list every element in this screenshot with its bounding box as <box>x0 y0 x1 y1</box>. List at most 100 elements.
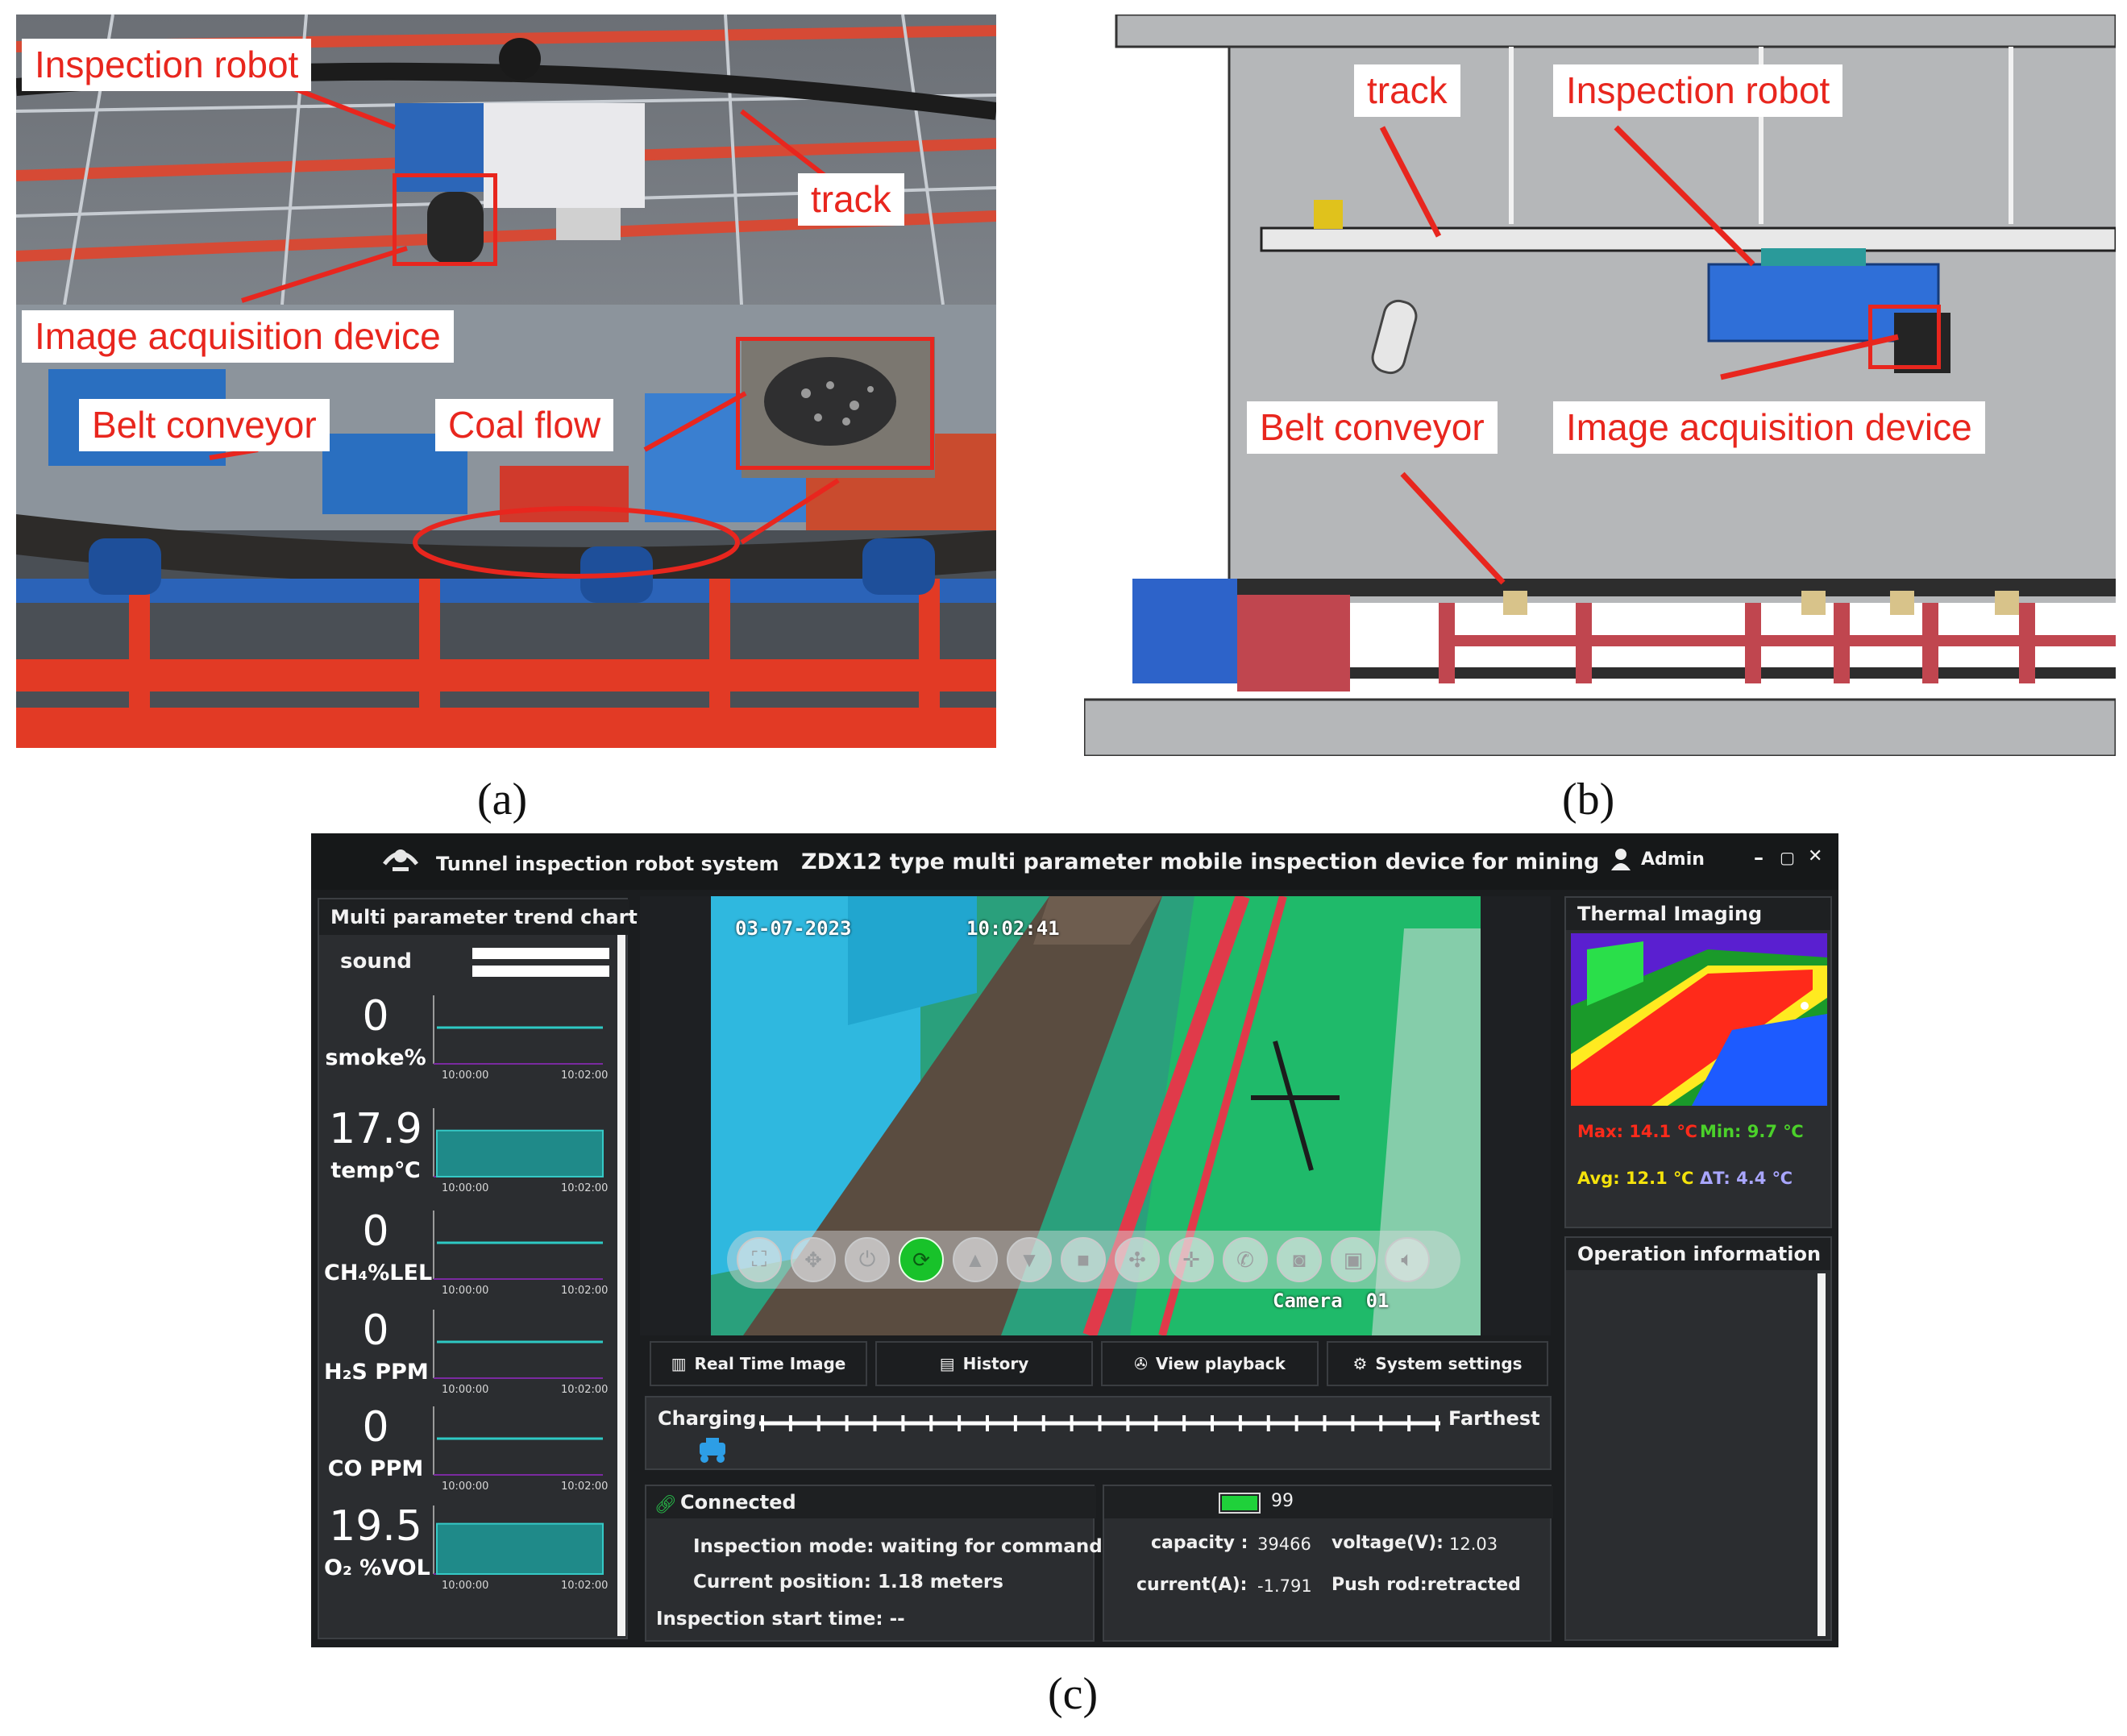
sound-label: sound <box>340 949 412 974</box>
trend-x-tick: 10:00:00 <box>442 1384 489 1396</box>
trend-x-tick: 10:00:00 <box>442 1069 489 1082</box>
label-track-a: track <box>798 173 904 226</box>
tab-label: System settings <box>1375 1354 1523 1373</box>
trend-sparkline <box>433 1211 603 1280</box>
track-slider[interactable] <box>759 1415 1440 1431</box>
link-icon: 🔗︎ <box>654 1494 677 1514</box>
phone-icon[interactable]: ✆ <box>1223 1237 1268 1282</box>
trend-value: 0 <box>362 1306 389 1355</box>
trend-label: H₂S PPM <box>324 1360 429 1385</box>
fullscreen-icon[interactable]: ⛶ <box>737 1237 782 1282</box>
trend-value: 19.5 <box>329 1502 422 1551</box>
tab-label: View playback <box>1155 1354 1286 1373</box>
camera-time: 10:02:41 <box>966 917 1060 940</box>
trend-x-tick: 10:02:00 <box>561 1580 609 1592</box>
crosshair-icon[interactable]: ✛ <box>1169 1237 1214 1282</box>
model-b <box>1084 15 2116 756</box>
snapshot-icon[interactable]: ◙ <box>1277 1237 1322 1282</box>
tab-view-playback[interactable]: ✇ View playback <box>1101 1341 1319 1386</box>
trend-x-tick: 10:02:00 <box>561 1182 609 1194</box>
trend-label: temp℃ <box>330 1158 421 1183</box>
label-belt-conveyor-b: Belt conveyor <box>1247 401 1498 454</box>
coal-highlight-a <box>736 337 934 470</box>
pan-icon[interactable]: ✥ <box>791 1237 836 1282</box>
document-icon: ▤ <box>939 1354 955 1373</box>
trend-row: 19.5 O₂ %VOL 10:00:00 10:02:00 <box>319 1502 625 1599</box>
maximize-button[interactable]: ▢ <box>1780 848 1795 867</box>
thermal-min: Min: 9.7 ℃ <box>1700 1122 1804 1141</box>
trend-label: CO PPM <box>327 1456 424 1481</box>
trend-x-tick: 10:02:00 <box>561 1285 609 1297</box>
track-start-label: Charging <box>658 1407 757 1430</box>
close-button[interactable]: ✕ <box>1808 846 1823 866</box>
voltage-label: voltage(V): <box>1331 1533 1444 1553</box>
caption-a: (a) <box>477 775 528 824</box>
label-inspection-robot-b: Inspection robot <box>1553 64 1843 117</box>
trend-sparkline <box>433 1310 603 1379</box>
operation-scrollbar[interactable] <box>1818 1273 1826 1636</box>
thermal-title: Thermal Imaging <box>1566 898 1830 930</box>
connection-header <box>646 1486 1096 1518</box>
trend-label: O₂ %VOL <box>324 1555 430 1580</box>
gear-icon: ⚙ <box>1352 1354 1368 1373</box>
title-bar: Tunnel inspection robot system ZDX12 typ… <box>311 833 1838 890</box>
record-icon[interactable]: ▣ <box>1331 1237 1376 1282</box>
tab-history[interactable]: ▤History <box>875 1341 1093 1386</box>
trend-x-tick: 10:00:00 <box>442 1580 489 1592</box>
model-drawing <box>1084 15 2116 756</box>
up-arrow-icon[interactable]: ▲ <box>953 1237 998 1282</box>
trend-x-tick: 10:02:00 <box>561 1481 609 1493</box>
caption-c: (c) <box>1048 1669 1099 1719</box>
current-value: -1.791 <box>1257 1576 1312 1596</box>
app-title: Tunnel inspection robot system <box>436 853 779 875</box>
trend-value: 0 <box>362 992 389 1040</box>
push-rod-status: Push rod:retracted <box>1331 1575 1521 1595</box>
stop-icon[interactable]: ■ <box>1061 1237 1106 1282</box>
camera-date: 03-07-2023 <box>735 917 852 940</box>
battery-level: 99 <box>1271 1491 1294 1511</box>
trend-value: 0 <box>362 1403 389 1452</box>
battery-header <box>1104 1486 1553 1518</box>
user-name[interactable]: Admin <box>1641 849 1705 870</box>
reel-icon: ✇ <box>1134 1354 1148 1373</box>
camera-control-strip: ⛶ ✥ ⏻ ⟳ ▲ ▼ ■ ✣ ✛ ✆ ◙ ▣ 🔈︎ <box>727 1231 1460 1289</box>
user-icon[interactable] <box>1610 848 1631 870</box>
voltage-value: 12.03 <box>1449 1535 1498 1554</box>
trend-x-tick: 10:00:00 <box>442 1285 489 1297</box>
thermal-max: Max: 14.1 ℃ <box>1577 1122 1697 1141</box>
trend-x-tick: 10:02:00 <box>561 1069 609 1082</box>
camera-view[interactable]: 03-07-2023 10:02:41 Camera 01 ⛶ ✥ ⏻ ⟳ ▲ … <box>640 896 1551 1335</box>
track-position-panel: Charging Farthest <box>645 1396 1552 1470</box>
camera-highlight-a <box>393 173 497 266</box>
speaker-icon[interactable]: 🔈︎ <box>1385 1237 1430 1282</box>
label-belt-conveyor-a: Belt conveyor <box>79 399 330 451</box>
tab-system-settings[interactable]: ⚙ System settings <box>1327 1341 1548 1386</box>
trend-row: 0 CO PPM 10:00:00 10:02:00 <box>319 1403 625 1500</box>
track-ticks <box>759 1415 1440 1431</box>
down-arrow-icon[interactable]: ▼ <box>1007 1237 1052 1282</box>
trend-x-tick: 10:00:00 <box>442 1182 489 1194</box>
trend-sparkline <box>433 1506 604 1576</box>
current-label: current(A): <box>1136 1575 1248 1595</box>
trend-scrollbar[interactable] <box>617 935 625 1636</box>
operation-panel: Operation information <box>1564 1236 1832 1641</box>
battery-panel: 99 capacity : 39466 voltage(V): 12.03 cu… <box>1103 1485 1553 1642</box>
app-logo-icon <box>380 840 422 875</box>
thermal-delta: ΔT: 4.4 ℃ <box>1700 1169 1793 1188</box>
label-image-acquisition-a: Image acquisition device <box>22 310 454 363</box>
operation-title: Operation information <box>1566 1238 1830 1270</box>
power-icon[interactable]: ⏻ <box>845 1237 890 1282</box>
tab-real-time-image[interactable]: ▥Real Time Image <box>650 1341 867 1386</box>
sound-bars <box>472 948 609 978</box>
minimize-button[interactable]: – <box>1754 846 1763 869</box>
wiper-icon[interactable]: ⟳ <box>899 1237 944 1282</box>
trend-x-tick: 10:00:00 <box>442 1481 489 1493</box>
capacity-label: capacity : <box>1151 1533 1248 1553</box>
trend-sparkline <box>433 995 603 1065</box>
camera-highlight-b <box>1868 305 1941 369</box>
move-icon[interactable]: ✣ <box>1115 1237 1160 1282</box>
label-track-b: track <box>1354 64 1460 117</box>
